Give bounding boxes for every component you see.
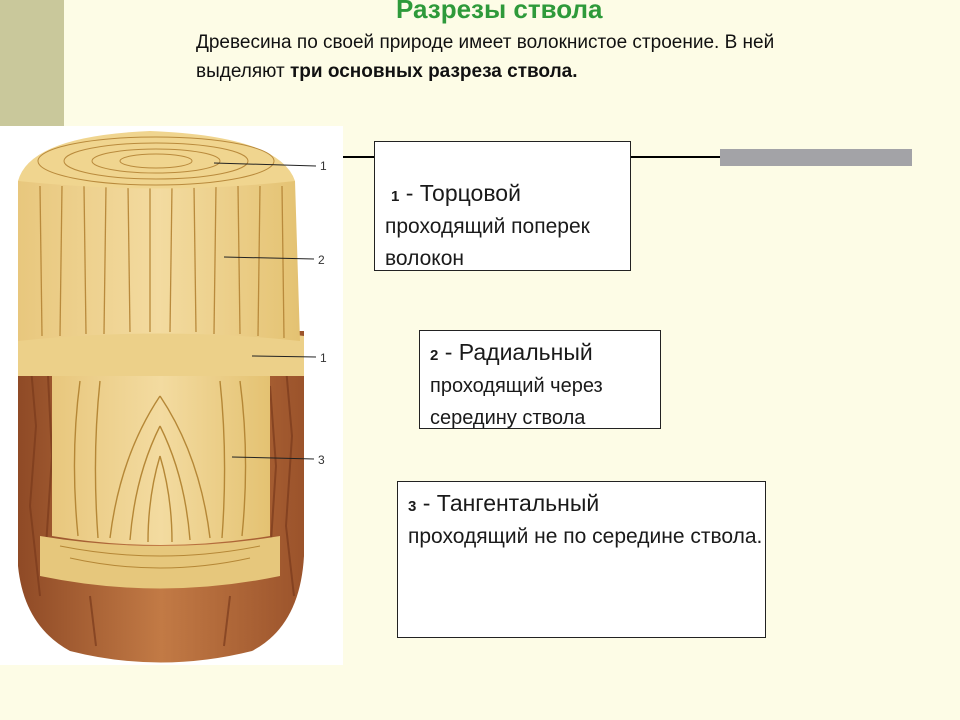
callout-description: проходящий не по середине ствола. [408,525,763,548]
intro-bold-text: три основных разреза ствола. [289,61,578,82]
divider-bar [720,149,912,166]
diagram-label-1-middle: 1 [320,351,327,365]
callout-description: проходящий через середину ствола [430,375,603,429]
intro-text: Древесина по своей природе имеет волокни… [196,32,775,82]
slide-title: Разрезы ствола [396,0,603,24]
diagram-label-1-top: 1 [320,159,327,173]
callout-radial-section: 2 - Радиальный проходящий через середину… [419,330,661,429]
callout-dash: - [416,490,437,516]
middle-end-face [18,326,304,376]
decorative-band [0,0,64,126]
bottom-end-face [40,536,280,589]
callout-dash: - [399,180,420,206]
callout-dash: - [438,339,459,365]
trunk-cuts-diagram: 1 2 1 3 [0,126,343,665]
top-end-face [18,131,295,189]
callout-tangential-section: 3 - Тангентальный проходящий не по серед… [397,481,766,638]
callout-number: 1 [391,188,400,205]
callout-heading: Радиальный [458,339,593,365]
intro-paragraph: Древесина по своей природе имеет волокни… [196,28,796,86]
trunk-illustration: 1 2 1 3 [18,131,327,663]
radial-cut [18,181,300,341]
divider-left [340,156,374,158]
callout-heading: Торцовой [419,180,521,206]
diagram-label-2: 2 [318,253,325,267]
callout-number: 2 [430,347,439,364]
callout-heading: Тангентальный [436,490,600,516]
callout-number: 3 [408,498,417,515]
callout-cross-section: 1 - Торцовой проходящий поперек волокон [374,141,631,271]
diagram-label-3: 3 [318,453,325,467]
callout-description: проходящий поперек волокон [385,215,590,270]
